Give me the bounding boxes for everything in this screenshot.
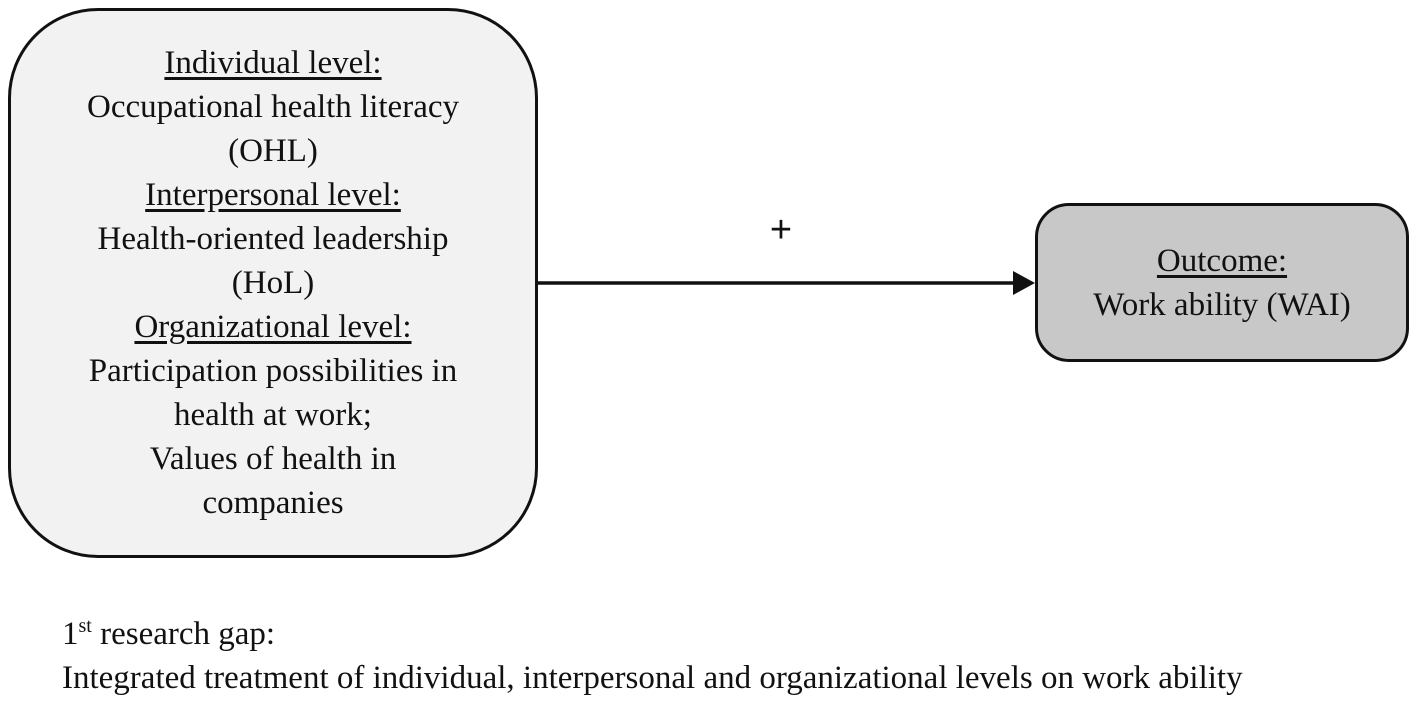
interpersonal-level-line-2: (HoL) <box>231 265 315 301</box>
individual-level-line-2: (OHL) <box>228 133 318 169</box>
interpersonal-level-line-1: Health-oriented leadership <box>97 221 449 257</box>
positive-effect-label: + <box>769 209 793 251</box>
organizational-level-line-2: health at work; <box>174 397 372 433</box>
interpersonal-level-header: Interpersonal level: <box>145 177 401 213</box>
predictor-levels-box: Individual level: Occupational health li… <box>8 8 538 558</box>
individual-level-header: Individual level: <box>164 45 382 81</box>
organizational-level-line-1: Participation possibilities in <box>88 353 458 389</box>
organizational-level-line-3: Values of health in <box>149 441 397 477</box>
research-gap-title: 1st research gap: <box>62 612 1243 656</box>
organizational-level-header: Organizational level: <box>134 309 412 345</box>
research-gap-note: 1st research gap: Integrated treatment o… <box>62 612 1243 700</box>
research-gap-title-text: research gap: <box>91 616 276 652</box>
outcome-header: Outcome: <box>1156 242 1288 279</box>
research-gap-ordinal-suffix: st <box>78 615 92 637</box>
research-gap-description: Integrated treatment of individual, inte… <box>62 660 1243 696</box>
organizational-level-line-4: companies <box>202 485 344 521</box>
research-gap-number: 1 <box>62 616 79 652</box>
outcome-box: Outcome: Work ability (WAI) <box>1035 203 1409 362</box>
arrow-head <box>1013 271 1035 295</box>
individual-level-line-1: Occupational health literacy <box>87 89 459 125</box>
outcome-text: Work ability (WAI) <box>1093 286 1351 323</box>
